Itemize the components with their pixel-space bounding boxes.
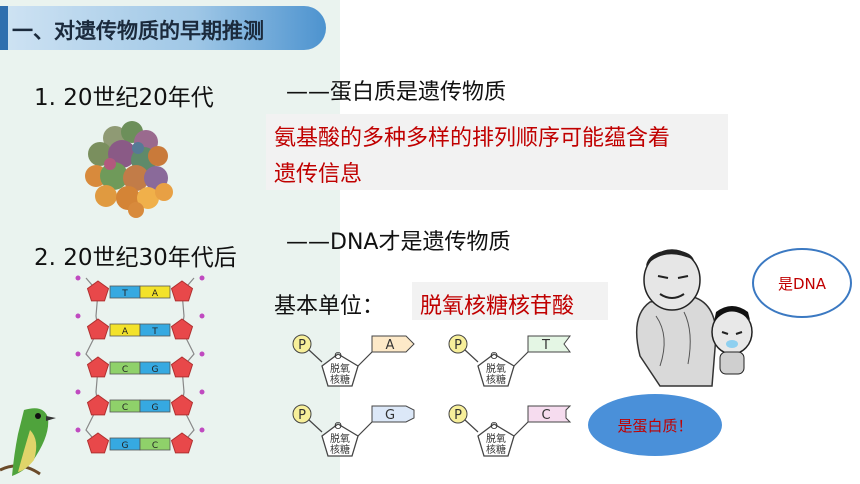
era1-claim: ——蛋白质是遗传物质	[286, 80, 507, 105]
deoxyribose-right	[170, 280, 194, 302]
dna-double-helix-diagram: T A A T C G C G G C	[75, 275, 205, 454]
era2-heading: 2. 20世纪30年代后	[34, 245, 237, 271]
phosphate-dot	[75, 389, 81, 395]
svg-text:O: O	[490, 421, 498, 432]
phosphate-label: P	[454, 338, 462, 353]
base-block-right	[139, 437, 171, 451]
base-block-right	[139, 361, 171, 375]
protein-molecule-image	[85, 121, 173, 218]
phosphate-dot	[75, 427, 81, 433]
deoxyribose-left	[86, 394, 110, 416]
speech-dna-text: 是DNA	[777, 274, 827, 293]
sugar-label-1: 脱氧	[330, 432, 350, 445]
base-letter-right: G	[152, 403, 159, 413]
phosphate-label: P	[454, 408, 462, 423]
phosphate-dot	[199, 427, 205, 433]
phosphate-label: P	[298, 408, 306, 423]
explanation-line2: 遗传信息	[274, 162, 363, 187]
sugar-label-2: 核糖	[330, 443, 350, 456]
nucleotide-c: P O 脱氧 核糖 C	[448, 404, 572, 457]
meme-characters-image	[635, 249, 753, 387]
phosphate-dot	[199, 351, 205, 357]
phosphate-dot	[199, 313, 205, 319]
sugar-label-2: 核糖	[486, 373, 506, 386]
svg-text:O: O	[490, 351, 498, 362]
sugar-label-1: 脱氧	[486, 362, 506, 375]
deoxyribose-left	[86, 318, 110, 340]
deoxyribose-right	[170, 318, 194, 340]
base-letter-right: T	[151, 327, 158, 337]
speech-bubble-protein: 是蛋白质！	[588, 394, 722, 456]
nucleotide-t: P O 脱氧 核糖 T	[448, 334, 571, 387]
base-letter-right: C	[152, 441, 158, 451]
base-letter-left: A	[122, 327, 129, 337]
deoxyribose-left	[86, 356, 110, 378]
unit-value: 脱氧核糖核苷酸	[420, 294, 575, 319]
phosphate-dot	[75, 313, 81, 319]
speech-protein-text: 是蛋白质！	[617, 416, 693, 435]
title-stripe	[0, 6, 8, 50]
base-letter-left: C	[122, 365, 128, 375]
base-label: T	[541, 338, 550, 353]
base-letter-left: C	[122, 403, 128, 413]
deoxyribose-left	[86, 432, 110, 454]
nucleotide-g: P O 脱氧 核糖 G	[292, 404, 415, 457]
speech-bubble-dna: 是DNA	[752, 248, 852, 318]
svg-text:O: O	[334, 421, 342, 432]
phosphate-dot	[75, 351, 81, 357]
deoxyribose-right	[170, 356, 194, 378]
svg-text:O: O	[334, 351, 342, 362]
sugar-label-2: 核糖	[330, 373, 350, 386]
unit-label: 基本单位：	[274, 294, 385, 319]
phosphate-dot	[199, 275, 205, 281]
deoxyribose-left	[86, 280, 110, 302]
base-block-right	[139, 323, 171, 337]
era1-heading: 1. 20世纪20年代	[34, 85, 214, 111]
base-label: C	[541, 408, 550, 423]
section-title-bar: 一、对遗传物质的早期推测	[0, 6, 326, 50]
section-title: 一、对遗传物质的早期推测	[12, 19, 264, 43]
phosphate-dot	[75, 275, 81, 281]
deoxyribose-right	[170, 394, 194, 416]
base-label: A	[386, 338, 395, 353]
base-label: G	[385, 408, 395, 423]
sugar-label-2: 核糖	[486, 443, 506, 456]
base-block-right	[139, 285, 171, 299]
base-block-right	[139, 399, 171, 413]
explanation-line1: 氨基酸的多种多样的排列顺序可能蕴含着	[274, 126, 671, 151]
sugar-label-1: 脱氧	[486, 432, 506, 445]
unit-value-box: 脱氧核糖核苷酸	[412, 282, 608, 320]
base-letter-left: G	[122, 441, 129, 451]
nucleotide-a: P O 脱氧 核糖 A	[292, 334, 415, 387]
base-letter-left: T	[121, 289, 128, 299]
phosphate-label: P	[298, 338, 306, 353]
sugar-label-1: 脱氧	[330, 362, 350, 375]
base-letter-right: G	[152, 365, 159, 375]
deoxyribose-right	[170, 432, 194, 454]
phosphate-dot	[199, 389, 205, 395]
explanation-box: 氨基酸的多种多样的排列顺序可能蕴含着 遗传信息	[266, 114, 728, 190]
era2-claim: ——DNA才是遗传物质	[286, 230, 511, 255]
bird-illustration	[0, 408, 56, 476]
base-letter-right: A	[152, 289, 159, 299]
